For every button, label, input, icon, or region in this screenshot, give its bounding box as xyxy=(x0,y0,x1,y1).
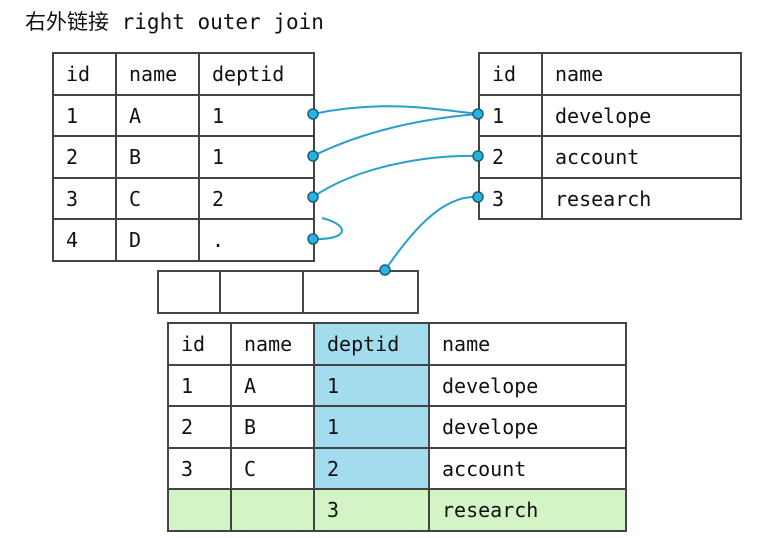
connector-line xyxy=(384,195,479,271)
cell: develope xyxy=(428,405,627,449)
cell xyxy=(230,488,315,532)
table-header-row: id name deptid xyxy=(52,52,315,96)
cell: develope xyxy=(428,364,627,407)
cell: 1 xyxy=(167,364,232,407)
cell: 1 xyxy=(198,94,315,137)
cell: D xyxy=(115,218,200,262)
table-header-row: id name deptid name xyxy=(167,322,627,366)
cell: 3 xyxy=(313,488,430,532)
cell: account xyxy=(428,447,627,490)
header-cell: name xyxy=(230,322,315,366)
cell: C xyxy=(115,177,200,220)
header-cell: name xyxy=(428,322,627,366)
cell: account xyxy=(541,135,742,179)
connector-dot xyxy=(307,150,319,162)
connector-dot xyxy=(472,191,484,203)
cell: research xyxy=(428,488,627,532)
connector-line xyxy=(312,113,479,157)
cell: 1 xyxy=(52,94,117,137)
connector-dot xyxy=(307,108,319,120)
connector-line xyxy=(312,217,343,241)
cell: B xyxy=(115,135,200,179)
cell: 1 xyxy=(478,94,543,137)
diagram-title: 右外链接 right outer join xyxy=(25,10,324,34)
empty-cell xyxy=(302,270,419,314)
connector-dot xyxy=(472,108,484,120)
header-cell: id xyxy=(52,52,117,96)
header-cell: deptid xyxy=(198,52,315,96)
cell: B xyxy=(230,405,315,449)
cell: 2 xyxy=(313,447,430,490)
header-cell: name xyxy=(115,52,200,96)
cell: A xyxy=(230,364,315,407)
connector-dot xyxy=(307,191,319,203)
connector-dot xyxy=(307,233,319,245)
cell: C xyxy=(230,447,315,490)
cell: 3 xyxy=(167,447,232,490)
cell: 4 xyxy=(52,218,117,262)
connector-line xyxy=(312,105,479,115)
cell: 1 xyxy=(198,135,315,179)
cell: 1 xyxy=(313,405,430,449)
empty-cell xyxy=(157,270,221,314)
cell: research xyxy=(541,177,742,220)
header-cell: name xyxy=(541,52,742,96)
empty-cell xyxy=(219,270,304,314)
header-cell: id xyxy=(167,322,232,366)
header-cell: deptid xyxy=(313,322,430,366)
cell xyxy=(167,488,232,532)
table-header-row: id name xyxy=(478,52,742,96)
empty-placeholder-row xyxy=(157,270,419,314)
cell: . xyxy=(198,218,315,262)
connector-line xyxy=(312,154,479,198)
connector-dot xyxy=(379,264,391,276)
cell: 3 xyxy=(52,177,117,220)
cell: 3 xyxy=(478,177,543,220)
cell: 2 xyxy=(52,135,117,179)
cell: 2 xyxy=(478,135,543,179)
cell: 2 xyxy=(198,177,315,220)
header-cell: id xyxy=(478,52,543,96)
cell: develope xyxy=(541,94,742,137)
cell: 2 xyxy=(167,405,232,449)
connector-dot xyxy=(472,150,484,162)
cell: 1 xyxy=(313,364,430,407)
cell: A xyxy=(115,94,200,137)
